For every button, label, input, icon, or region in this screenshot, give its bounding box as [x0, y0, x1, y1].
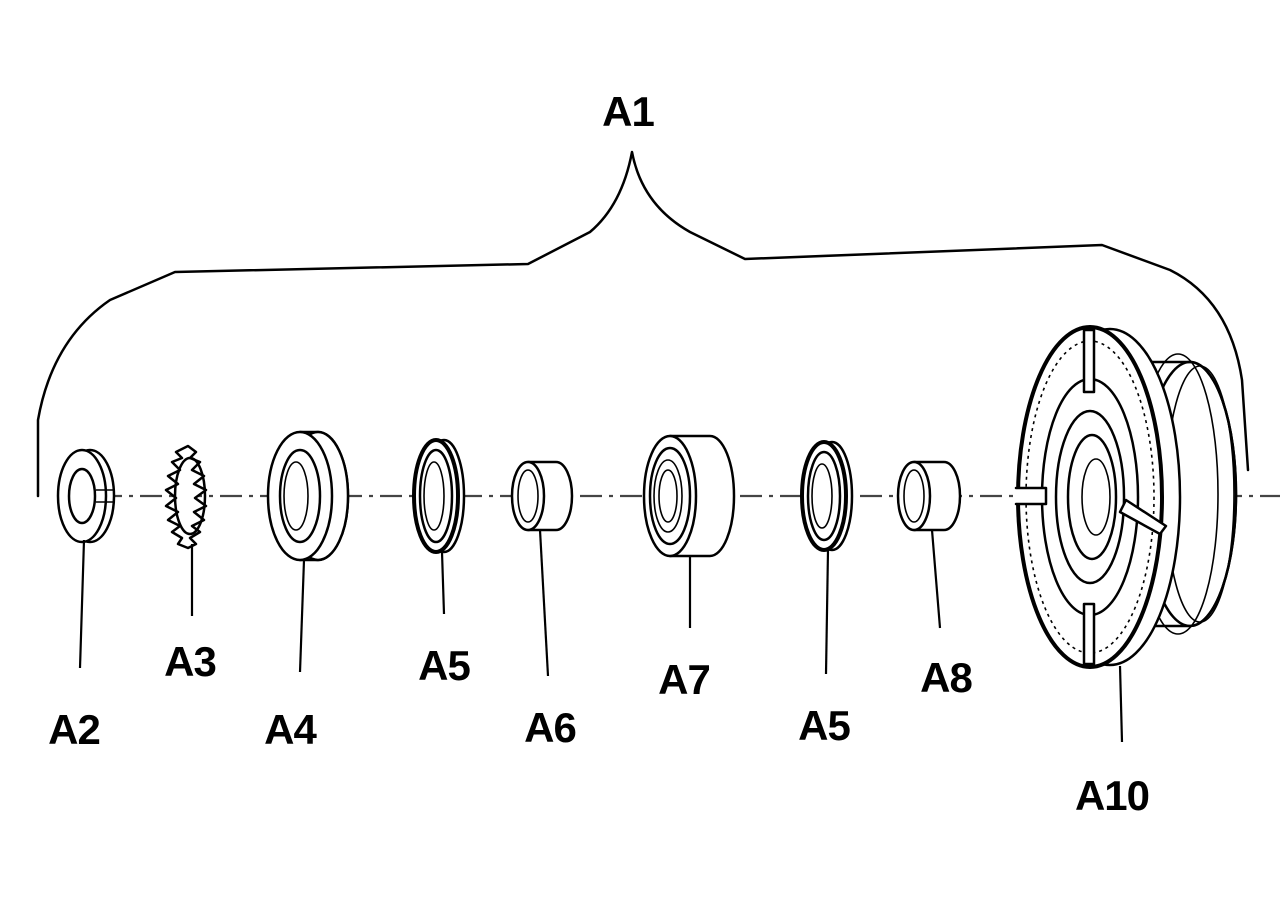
- label-a5a: A5: [418, 642, 470, 689]
- label-a10: A10: [1075, 772, 1149, 819]
- part-a2: [56, 448, 116, 544]
- label-a6: A6: [524, 704, 576, 751]
- leader-a2: [78, 539, 86, 669]
- part-a7: [642, 434, 736, 558]
- leader-a8: [930, 529, 942, 629]
- label-a5b: A5: [798, 702, 850, 749]
- leader-a5b: [824, 549, 830, 675]
- leader-a5a: [440, 551, 446, 615]
- assembly-bracket: [36, 150, 1250, 498]
- leader-a4: [298, 559, 306, 673]
- assembly-label: A1: [602, 88, 654, 135]
- part-a3: [164, 444, 208, 550]
- part-a4: [266, 430, 350, 562]
- part-a5a: [412, 438, 466, 554]
- label-a8: A8: [920, 654, 972, 701]
- label-a4: A4: [264, 706, 317, 753]
- part-a5b: [800, 440, 854, 552]
- label-a3: A3: [164, 638, 216, 685]
- part-a10: [1014, 325, 1238, 669]
- part-a8: [896, 460, 962, 532]
- part-a6: [510, 460, 574, 532]
- leader-a10: [1118, 665, 1124, 743]
- label-a7: A7: [658, 656, 710, 703]
- label-a2: A2: [48, 706, 100, 753]
- leader-a6: [538, 529, 550, 677]
